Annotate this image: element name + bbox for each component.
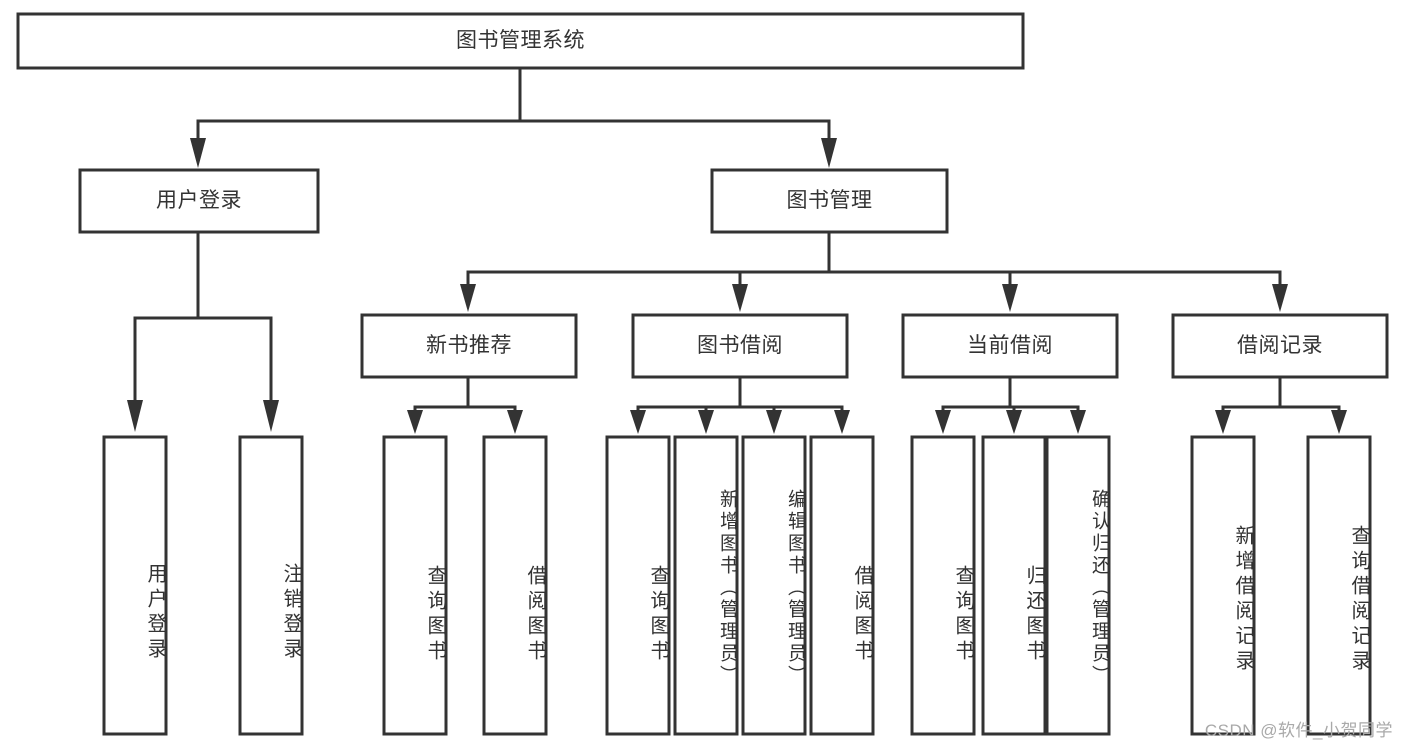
node-box-book-manage[interactable] — [710, 168, 949, 234]
connector-group-current-borrow-children — [935, 375, 1086, 434]
arrowhead-level3-2 — [1002, 284, 1018, 312]
node-box-leaf-current-borrow-0[interactable] — [910, 435, 976, 736]
node-box-leaf-new-book-1[interactable] — [482, 435, 548, 736]
node-box-user-login[interactable] — [78, 168, 320, 234]
node-box-root[interactable] — [16, 12, 1025, 70]
node-box-borrow-record[interactable] — [1171, 313, 1389, 379]
arrowhead-level3-1 — [732, 284, 748, 312]
node-box-current-borrow[interactable] — [901, 313, 1119, 379]
arrowhead-to-book-manage — [821, 138, 837, 168]
node-box-new-book-recommend[interactable] — [360, 313, 578, 379]
node-box-leaf-user-login-0[interactable] — [102, 435, 168, 736]
node-box-leaf-current-borrow-1[interactable] — [981, 435, 1047, 736]
arrowhead-book-borrow-leaf-0 — [630, 410, 646, 434]
arrowhead-borrow-record-leaf-1 — [1331, 410, 1347, 434]
connector-group-root-to-level2 — [190, 66, 837, 168]
node-box-leaf-borrow-record-0[interactable] — [1190, 435, 1256, 736]
connector-group-book-manage-children — [460, 230, 1288, 312]
connector-group-user-login-children — [127, 230, 279, 432]
node-box-leaf-borrow-record-1[interactable] — [1306, 435, 1372, 736]
watermark-text: CSDN @软件_小贺同学 — [1204, 721, 1393, 740]
arrowhead-current-borrow-leaf-1 — [1006, 410, 1022, 434]
node-box-leaf-book-borrow-1[interactable] — [673, 435, 739, 736]
arrowhead-book-borrow-leaf-3 — [834, 410, 850, 434]
arrowhead-level3-0 — [460, 284, 476, 312]
arrowhead-level3-3 — [1272, 284, 1288, 312]
connector-group-new-book-children — [407, 375, 523, 434]
arrowhead-user-login-leaf-1 — [263, 400, 279, 432]
node-box-leaf-book-borrow-2[interactable] — [741, 435, 807, 736]
arrowhead-borrow-record-leaf-0 — [1215, 410, 1231, 434]
node-box-leaf-book-borrow-3[interactable] — [809, 435, 875, 736]
arrowhead-new-book-leaf-0 — [407, 410, 423, 434]
arrowhead-new-book-leaf-1 — [507, 410, 523, 434]
node-box-leaf-new-book-0[interactable] — [382, 435, 448, 736]
node-box-book-borrow[interactable] — [631, 313, 849, 379]
node-box-leaf-user-login-1[interactable] — [238, 435, 304, 736]
arrowhead-book-borrow-leaf-2 — [766, 410, 782, 434]
arrowhead-current-borrow-leaf-0 — [935, 410, 951, 434]
node-box-leaf-current-borrow-2[interactable] — [1045, 435, 1111, 736]
arrowhead-user-login-leaf-0 — [127, 400, 143, 432]
arrowhead-book-borrow-leaf-1 — [698, 410, 714, 434]
arrowhead-current-borrow-leaf-2 — [1070, 410, 1086, 434]
arrowhead-to-user-login — [190, 138, 206, 168]
node-box-leaf-book-borrow-0[interactable] — [605, 435, 671, 736]
connector-group-borrow-record-children — [1215, 375, 1347, 434]
connector-group-book-borrow-children — [630, 375, 850, 434]
